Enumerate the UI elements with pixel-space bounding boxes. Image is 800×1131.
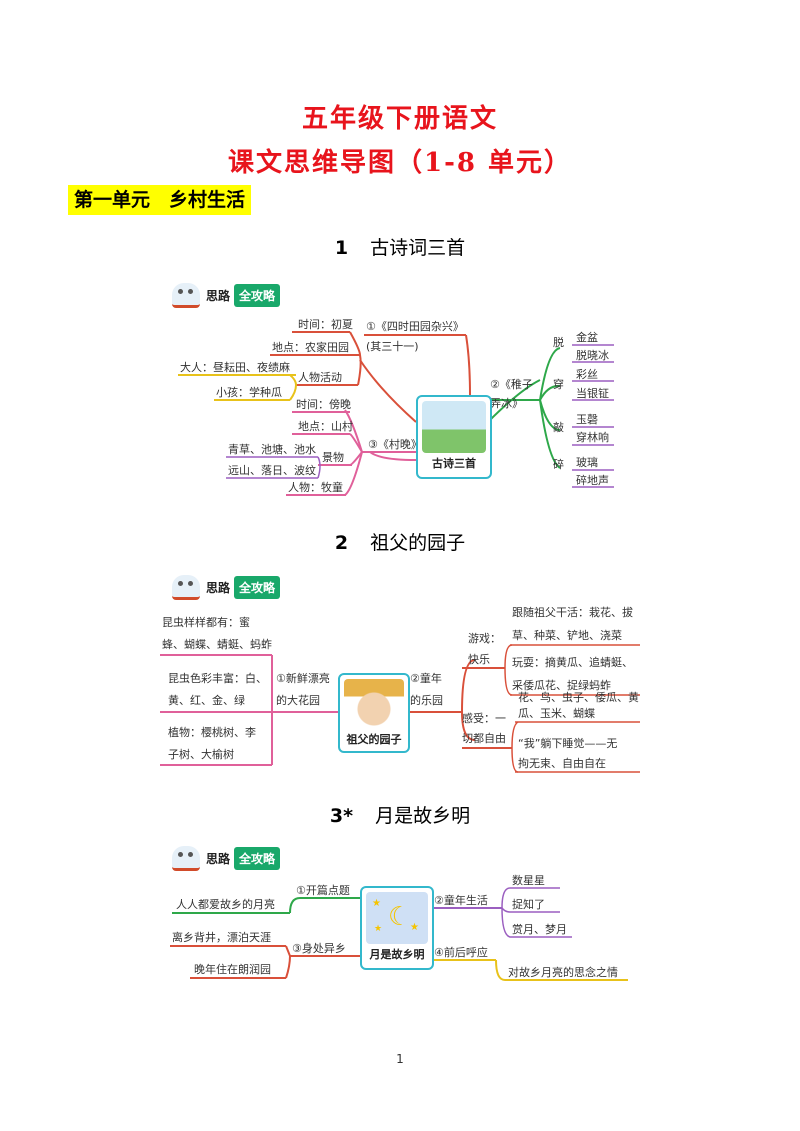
center-label: 古诗三首 [432, 457, 476, 470]
owl-reading-icon [172, 282, 200, 308]
center-node-1: 古诗三首 [416, 395, 492, 479]
strategy-badge: 思路 全攻略 [172, 573, 281, 601]
node-plants-b: 子树、大榆树 [168, 747, 234, 761]
node-open: ①开篇点题 [296, 883, 350, 897]
center-label: 月是故乡明 [369, 948, 425, 961]
node-poem3: ③《村晚》 [368, 437, 422, 451]
lesson-heading-1: 1 古诗词三首 [0, 233, 800, 260]
node-qiao: 敲 [553, 420, 564, 434]
node-yuqing: 玉磬 [576, 412, 598, 426]
boy-on-buffalo-icon [422, 401, 486, 453]
node-insects2a: 昆虫色彩丰富：白、 [168, 671, 267, 685]
unit-heading: 第一单元 乡村生活 [68, 185, 252, 215]
badge-label-b: 全攻略 [234, 846, 281, 870]
badge-label-a: 思路 [206, 288, 231, 303]
node-c3: 赏月、梦月 [512, 923, 567, 936]
badge-label-a: 思路 [206, 580, 231, 595]
node-chuan: 穿 [553, 377, 564, 391]
node-time1: 时间：初夏 [298, 317, 353, 331]
owl-reading-icon [172, 845, 200, 871]
node-insects1b: 蜂、蝴蝶、蜻蜓、蚂蚱 [162, 637, 272, 651]
node-adults: 大人：昼耘田、夜绩麻 [180, 360, 290, 374]
node-sui: 碎 [553, 457, 564, 471]
node-child-b: 的乐园 [410, 693, 443, 707]
lesson-number: 1 [334, 237, 349, 259]
node-away: ③身处异乡 [292, 941, 346, 955]
lesson-title: 月是故乡明 [375, 805, 471, 827]
node-game-b: 快乐 [468, 653, 490, 666]
node-game-a: 游戏： [468, 632, 501, 645]
node-free1a-visible: 花、鸟、虫子、倭瓜、黄 [518, 690, 639, 704]
node-tuoxiaobing: 脱晓冰 [576, 348, 609, 362]
node-suidisheng: 碎地声 [576, 473, 609, 487]
node-place2: 地点：山村 [298, 419, 353, 433]
badge-label-b: 全攻略 [234, 575, 281, 599]
node-kids: 小孩：学种瓜 [216, 385, 282, 399]
node-garden-b: 的大花园 [276, 693, 320, 707]
node-miss: 对故乡月亮的思念之情 [508, 965, 618, 979]
node-plants-a: 植物：樱桃树、李 [168, 725, 256, 739]
badge-label-b: 全攻略 [234, 283, 281, 307]
badge-label-a: 思路 [206, 851, 231, 866]
node-person2: 人物：牧童 [288, 480, 343, 494]
page-number: 1 [396, 1052, 404, 1066]
node-scenery: 景物 [322, 450, 344, 464]
node-jinpen: 金盆 [576, 330, 598, 344]
node-childhood: ②童年生活 [434, 893, 488, 907]
node-leave: 离乡背井，漂泊天涯 [172, 930, 271, 944]
node-c2: 捉知了 [512, 897, 545, 911]
lesson-number: 2 [334, 532, 349, 554]
node-late: 晚年住在朗润园 [194, 962, 271, 976]
center-node-3: ☾ ★ ★ ★ 月是故乡明 [360, 886, 434, 970]
lesson-heading-2: 2 祖父的园子 [0, 528, 800, 555]
node-insects2b: 黄、红、金、绿 [168, 693, 245, 707]
lesson-heading-3: 3* 月是故乡明 [0, 801, 800, 828]
node-scenery2: 远山、落日、波纹 [228, 463, 316, 477]
node-play-a: 玩耍：摘黄瓜、追蜻蜓、 [512, 655, 633, 669]
node-time2: 时间：傍晚 [296, 397, 351, 411]
moon-stars-icon: ☾ ★ ★ ★ [366, 892, 428, 944]
node-free2a: “我”躺下睡觉——无 [518, 736, 617, 750]
center-node-2: 祖父的园子 [338, 673, 410, 753]
lesson-title: 祖父的园子 [370, 532, 466, 554]
node-poem2-b: 弄冰》 [490, 397, 523, 410]
node-free2b: 拘无束、自由自在 [518, 756, 606, 770]
node-c1: 数星星 [512, 874, 545, 887]
node-place1: 地点：农家田园 [272, 340, 349, 354]
node-feel-a: 感受：一 [462, 712, 506, 725]
owl-reading-icon [172, 574, 200, 600]
node-chuanlinxiang: 穿林响 [576, 430, 609, 444]
center-label: 祖父的园子 [346, 733, 402, 746]
strategy-badge: 思路 全攻略 [172, 281, 281, 309]
node-scenery1: 青草、池塘、池水 [228, 442, 316, 456]
strategy-badge: 思路 全攻略 [172, 844, 281, 872]
node-play-b: 采倭瓜花、捉绿蚂蚱 [512, 678, 611, 692]
lesson-title: 古诗词三首 [370, 237, 466, 259]
node-echo: ④前后呼应 [434, 945, 488, 959]
node-poem1: ①《四时田园杂兴》 [366, 320, 464, 333]
node-insects1a: 昆虫样样都有：蜜 [162, 615, 250, 629]
node-feel-b: 切都自由 [462, 731, 506, 745]
node-boli: 玻璃 [576, 455, 598, 469]
node-follow-a: 跟随祖父干活：栽花、拔 [512, 605, 633, 619]
node-caisi: 彩丝 [576, 368, 598, 381]
node-child-a: ②童年 [410, 671, 442, 685]
lesson-number: 3* [329, 805, 354, 827]
page-title-line2: 课文思维导图（1-8 单元） [227, 148, 573, 178]
grandfather-icon [344, 679, 404, 729]
node-tuo: 脱 [553, 335, 564, 349]
node-poem1-sub: (其三十一) [366, 339, 419, 353]
node-follow-b: 草、种菜、铲地、浇菜 [512, 628, 622, 642]
mindmap-3: 人人都爱故乡的月亮 ①开篇点题 离乡背井，漂泊天涯 晚年住在朗润园 ③身处异乡 … [170, 874, 628, 981]
node-dangyinzheng: 当银钲 [576, 386, 609, 400]
page-title-line1: 五年级下册语文 [301, 104, 498, 134]
node-love: 人人都爱故乡的月亮 [176, 897, 275, 911]
mindmap-1: ①《四时田园杂兴》 (其三十一) 时间：初夏 地点：农家田园 人物活动 大人：昼… [178, 317, 614, 496]
node-free1b: 瓜、玉米、蝴蝶 [518, 706, 595, 720]
mindmap-2: 昆虫样样都有：蜜 蜂、蝴蝶、蜻蜓、蚂蚱 昆虫色彩丰富：白、 黄、红、金、绿 植物… [160, 605, 640, 773]
node-poem2: ②《稚子 [490, 378, 533, 391]
node-people-activity: 人物活动 [298, 370, 342, 384]
node-garden-a: ①新鲜漂亮 [276, 671, 330, 685]
